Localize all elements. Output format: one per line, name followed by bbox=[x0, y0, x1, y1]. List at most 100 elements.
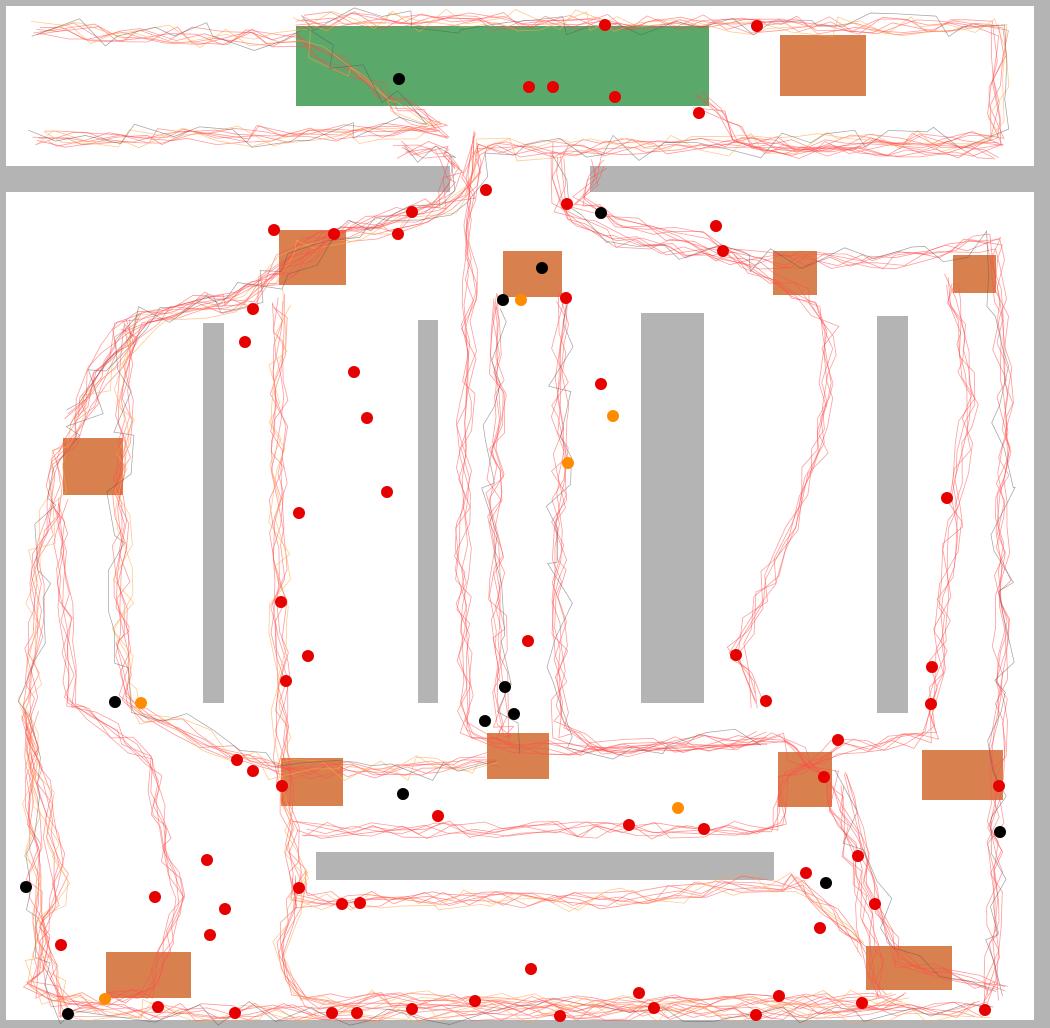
red-marker bbox=[406, 1003, 418, 1015]
trajectory-path bbox=[283, 869, 893, 1016]
red-marker bbox=[523, 81, 535, 93]
trajectories-layer bbox=[17, 7, 1016, 1026]
trajectory-path bbox=[454, 131, 884, 984]
trajectory-path bbox=[296, 282, 976, 839]
red-marker bbox=[730, 649, 742, 661]
black-marker bbox=[508, 708, 520, 720]
red-marker bbox=[609, 91, 621, 103]
trajectory-path bbox=[460, 135, 880, 999]
orange-marker bbox=[135, 697, 147, 709]
red-marker bbox=[926, 661, 938, 673]
red-marker bbox=[941, 492, 953, 504]
trajectory-path bbox=[26, 711, 105, 1011]
trajectory-path bbox=[552, 141, 1014, 1001]
red-marker bbox=[247, 303, 259, 315]
red-marker bbox=[856, 997, 868, 1009]
markers-layer bbox=[20, 19, 1006, 1022]
trajectory-path bbox=[550, 300, 757, 752]
shelf-1 bbox=[203, 323, 224, 703]
black-marker bbox=[536, 262, 548, 274]
red-marker bbox=[979, 1004, 991, 1016]
red-marker bbox=[348, 366, 360, 378]
red-marker bbox=[406, 206, 418, 218]
checkpoint-zone bbox=[503, 251, 562, 297]
red-marker bbox=[547, 81, 559, 93]
trajectory-path bbox=[545, 294, 762, 760]
red-marker bbox=[852, 850, 864, 862]
red-marker bbox=[480, 184, 492, 196]
trajectory-path bbox=[268, 304, 859, 953]
trajectory-path bbox=[75, 145, 456, 418]
outer-wall-bottom bbox=[0, 1020, 1050, 1028]
black-marker bbox=[497, 294, 509, 306]
divider-wall-right bbox=[590, 166, 1050, 192]
red-marker bbox=[751, 20, 763, 32]
red-marker bbox=[201, 854, 213, 866]
trajectory-path bbox=[485, 301, 511, 745]
black-marker bbox=[62, 1008, 74, 1020]
red-marker bbox=[554, 1010, 566, 1022]
red-marker bbox=[869, 898, 881, 910]
red-marker bbox=[229, 1007, 241, 1019]
trajectory-path bbox=[56, 497, 177, 1003]
trajectory-path bbox=[486, 298, 508, 737]
red-marker bbox=[698, 823, 710, 835]
checkpoint-zone bbox=[773, 251, 817, 295]
shelf-bottom bbox=[316, 852, 774, 880]
red-marker bbox=[219, 903, 231, 915]
red-marker bbox=[336, 898, 348, 910]
red-marker bbox=[800, 867, 812, 879]
red-marker bbox=[595, 378, 607, 390]
trajectory-path bbox=[67, 144, 457, 415]
black-marker bbox=[20, 881, 32, 893]
red-marker bbox=[354, 897, 366, 909]
red-marker bbox=[152, 1001, 164, 1013]
trajectory-path bbox=[78, 141, 464, 415]
trajectory-path bbox=[35, 26, 449, 146]
shelf-3 bbox=[641, 313, 704, 703]
trajectory-path bbox=[64, 147, 451, 420]
shelf-2 bbox=[418, 320, 438, 703]
black-marker bbox=[499, 681, 511, 693]
trajectory-path bbox=[697, 107, 994, 159]
trajectory-path bbox=[582, 167, 834, 702]
trajectory-path bbox=[58, 503, 186, 1005]
red-marker bbox=[633, 987, 645, 999]
red-marker bbox=[717, 245, 729, 257]
checkpoint-zone bbox=[106, 952, 191, 998]
trajectory-path bbox=[111, 319, 488, 773]
black-marker bbox=[109, 696, 121, 708]
orange-marker bbox=[99, 993, 111, 1005]
checkpoint-zone bbox=[63, 438, 123, 495]
orange-marker bbox=[607, 410, 619, 422]
trajectory-path bbox=[24, 709, 97, 1014]
divider-wall-left bbox=[0, 166, 450, 192]
red-marker bbox=[239, 336, 251, 348]
red-marker bbox=[302, 650, 314, 662]
red-marker bbox=[760, 695, 772, 707]
red-marker bbox=[693, 107, 705, 119]
trajectory-path bbox=[843, 773, 1006, 987]
red-marker bbox=[560, 292, 572, 304]
trajectory-path bbox=[28, 727, 93, 1009]
trajectory-path bbox=[269, 303, 862, 943]
trajectory-path bbox=[301, 281, 972, 837]
red-marker bbox=[648, 1002, 660, 1014]
shelf-4 bbox=[877, 316, 908, 713]
trajectory-path bbox=[281, 879, 892, 1010]
trajectory-path bbox=[552, 291, 765, 754]
trajectory-path bbox=[112, 328, 480, 782]
trajectory-path bbox=[116, 322, 486, 776]
red-marker bbox=[925, 698, 937, 710]
trajectory-path bbox=[304, 283, 976, 839]
red-marker bbox=[469, 995, 481, 1007]
trajectory-path bbox=[111, 312, 499, 781]
black-marker bbox=[994, 826, 1006, 838]
red-marker bbox=[522, 635, 534, 647]
trajectory-path bbox=[292, 277, 973, 840]
trajectory-path bbox=[106, 312, 497, 781]
trajectory-path bbox=[270, 293, 859, 943]
checkpoint-zone bbox=[922, 750, 1003, 800]
trajectory-path bbox=[276, 875, 897, 1014]
